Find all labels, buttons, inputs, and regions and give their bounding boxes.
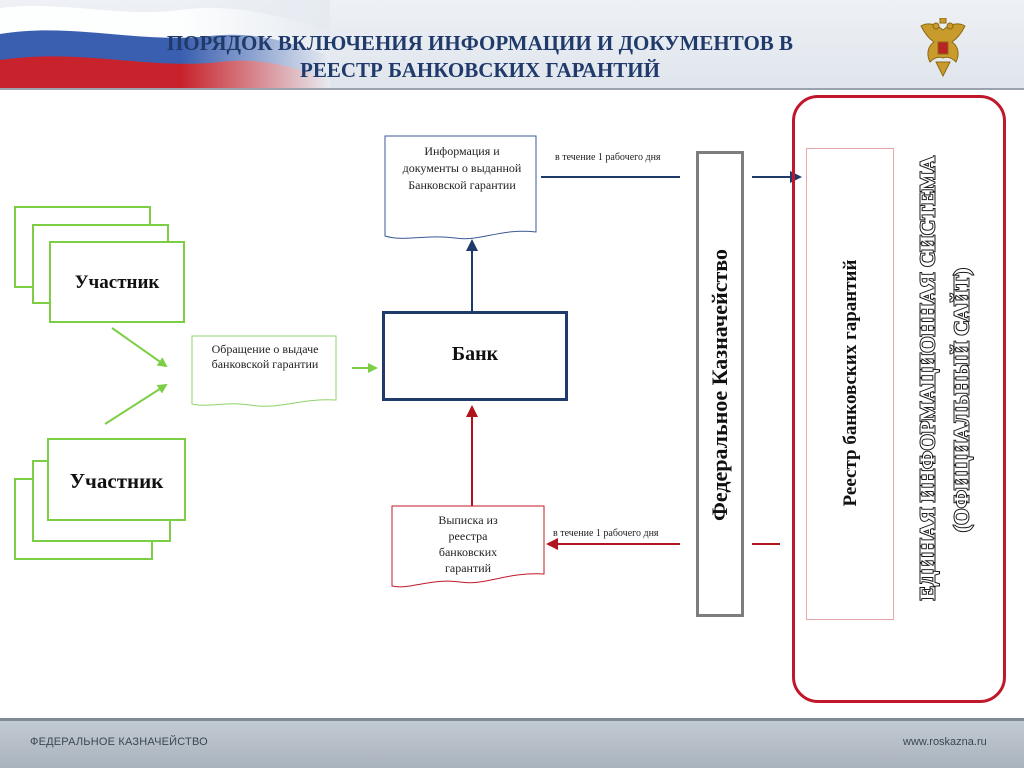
request-doc-shape bbox=[191, 335, 337, 407]
extract-doc-shape bbox=[391, 505, 545, 588]
header-banner: ПОРЯДОК ВКЛЮЧЕНИЯ ИНФОРМАЦИИ И ДОКУМЕНТО… bbox=[0, 0, 1024, 90]
arrow-participant-bottom-to-request bbox=[104, 383, 168, 425]
flag-graphic bbox=[0, 0, 330, 90]
footer-org-name: ФЕДЕРАЛЬНОЕ КАЗНАЧЕЙСТВО bbox=[30, 736, 208, 748]
participant-bottom-label: Участник bbox=[69, 469, 164, 493]
bank-label: Банк bbox=[451, 343, 499, 365]
deadline-bottom-label: в течение 1 рабочего дня bbox=[553, 528, 659, 539]
arrow-participant-top-to-request bbox=[111, 327, 168, 368]
emblem-icon bbox=[918, 18, 968, 80]
header-divider bbox=[0, 88, 1024, 90]
request-doc-text: Обращение о выдаче банковской гарантии bbox=[211, 342, 319, 371]
russian-flag-icon bbox=[0, 0, 330, 90]
info-doc-text: Информация и документы о выданной Банков… bbox=[402, 144, 522, 192]
eis-label-line-2: (ОФИЦИАЛЬНЫЙ САЙТ) bbox=[949, 267, 975, 533]
registry-box bbox=[806, 148, 894, 620]
eis-frame bbox=[792, 95, 1006, 703]
footer-bar bbox=[0, 718, 1024, 768]
treasury-box bbox=[696, 151, 744, 617]
registry-label: Реестр банковских гарантий bbox=[840, 259, 861, 507]
title-line-1: ПОРЯДОК ВКЛЮЧЕНИЯ ИНФОРМАЦИИ И ДОКУМЕНТО… bbox=[166, 31, 794, 55]
footer-divider bbox=[0, 718, 1024, 721]
double-headed-eagle-icon bbox=[920, 18, 966, 78]
participant-top-label: Участник bbox=[74, 272, 160, 293]
treasury-label: Федеральное Казначейство bbox=[707, 248, 732, 522]
page-title: ПОРЯДОК ВКЛЮЧЕНИЯ ИНФОРМАЦИИ И ДОКУМЕНТО… bbox=[110, 30, 850, 84]
bank-box bbox=[382, 311, 568, 401]
deadline-top-label: в течение 1 рабочего дня bbox=[555, 152, 661, 163]
extract-doc-text: Выписка из реестра банковских гарантий bbox=[438, 513, 498, 575]
title-line-2: РЕЕСТР БАНКОВСКИХ ГАРАНТИЙ bbox=[300, 58, 660, 82]
eis-label-line-1: ЕДИНАЯ ИНФОРМАЦИОННАЯ СИСТЕМА bbox=[915, 155, 941, 601]
participant-top-card bbox=[49, 241, 185, 323]
participant-bottom-card bbox=[47, 438, 186, 521]
footer-website-link[interactable]: www.roskazna.ru bbox=[903, 736, 987, 748]
info-doc-shape bbox=[384, 135, 537, 240]
